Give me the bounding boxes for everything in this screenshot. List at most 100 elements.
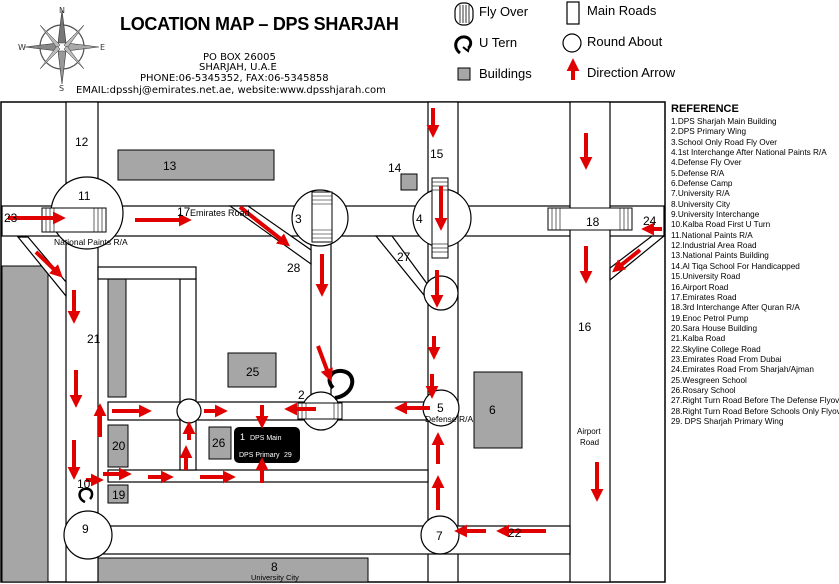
reference-item: 25.Wesgreen School [671,375,747,385]
reference-item: 4.1st Interchange After National Paints … [671,148,827,158]
legend-main-roads-label: Main Roads [587,3,657,18]
label-21: 21 [87,332,101,346]
label-airport: Airport [577,427,601,436]
fly-over-3 [311,191,333,243]
reference-item: 8.University City [671,199,731,209]
compass-north-label: N [59,6,65,15]
label-18: 18 [586,215,600,229]
reference-item: 10.Kalba Road First U Turn [671,220,771,230]
university-interchange [63,510,113,560]
fly-overs [41,177,633,420]
reference-item: 23.Emirates Road From Dubai [671,354,782,364]
direction-arrow [316,345,333,382]
label-14: 14 [388,161,402,175]
legend-icons [454,1,582,81]
label-10: 10 [77,477,91,491]
legend-round-about-label: Round About [587,34,663,49]
reference-item: 2.DPS Primary Wing [671,127,747,137]
reference-item: 13.National Paints Building [671,251,769,261]
po-box: PO BOX 26005 [203,52,276,63]
legend-buildings-label: Buildings [479,66,532,81]
compass-rose: N S W E [18,6,105,93]
reference-item: 1.DPS Sharjah Main Building [671,117,777,126]
direction-arrow [238,205,291,247]
reference-item: 27.Right Turn Road Before The Defense Fl… [671,396,839,406]
reference-item: 4.Defense Fly Over [671,158,742,168]
roundabout-near-4 [423,275,459,311]
label-national-paints-ra: National Paints R/A [54,237,128,247]
legend-u-tern-label: U Tern [479,35,518,50]
u-turn-icon-10 [78,487,94,504]
label-defense-ra: Defense R/A [425,414,474,424]
label-23: 23 [4,211,18,225]
small-roundabout [176,398,202,424]
al-tiqa-school-building [400,173,418,191]
label-20: 20 [112,439,126,453]
legend-fly-over-icon [454,2,474,26]
dps-school-box [234,427,300,463]
legend-direction-arrow-label: Direction Arrow [587,65,676,80]
map-frame [0,101,666,583]
compass-south-label: S [59,84,64,93]
reference-item: 11.National Paints R/A [671,230,753,240]
label-16: 16 [578,320,592,334]
industrial-area-block [1,265,49,583]
reference-item: 7.University R/A [671,189,730,199]
email-line: EMAIL:dpsshj@emirates.net.ae, website:ww… [76,85,386,96]
map-labels: 12 13 14 15 11 23 17 Emirates Road Natio… [4,135,657,582]
label-17: 17 [177,205,191,219]
enoc-petrol-pump [107,484,129,504]
reference-item: 12.Industrial Area Road [671,241,757,251]
label-11: 11 [78,189,91,203]
upper-service-road [97,266,197,280]
reference-item: 20.Sara House Building [671,323,758,333]
label-dps-main: DPS Main [250,435,282,442]
university-city-building [69,557,369,583]
label-26: 26 [212,436,226,450]
reference-item: 14.Al Tiqa School For Handicapped [671,261,800,271]
label-24: 24 [643,214,657,228]
label-university-city: University City [251,573,299,582]
airport-road [569,101,611,583]
direction-arrows [8,108,662,538]
direction-arrow [612,248,642,273]
legend-buildings-icon [457,67,471,81]
city-line: SHARJAH, U.A.E [199,62,277,73]
label-1: 1 [240,432,245,442]
label-road: Road [580,438,599,447]
legend-main-roads-icon [566,1,580,25]
compass-west-label: W [18,43,26,52]
reference-item: 22.Skyline College Road [671,344,761,354]
compass-east-label: E [100,43,105,52]
label-5: 5 [437,401,444,415]
reference-item: 29. DPS Sharjah Primary Wing [671,416,784,426]
legend-round-about-icon [562,33,582,53]
page-title: LOCATION MAP – DPS SHARJAH [120,14,399,34]
phone-line: PHONE:06-5345352, FAX:06-5345858 [140,73,329,84]
reference-item: 3.School Only Road Fly Over [671,137,778,147]
label-3: 3 [295,212,302,226]
school-road [107,401,429,421]
kalba-road-block [107,278,127,398]
defense-camp-building [473,371,523,449]
skyline-college-road [97,525,571,555]
label-7: 7 [436,529,443,543]
label-6: 6 [489,403,496,417]
label-9: 9 [82,522,89,536]
label-27: 27 [397,250,411,264]
fly-over-18 [547,207,633,231]
label-22: 22 [508,526,522,540]
label-25: 25 [246,365,260,379]
national-paints-building [117,149,275,181]
reference-item: 28.Right Turn Road Before Schools Only F… [671,406,839,416]
buildings [1,149,523,583]
legend-fly-over-label: Fly Over [479,4,529,19]
inner-service-road [179,278,197,471]
reference-item: 5.Defense R/A [671,168,725,178]
label-dps-primary: DPS Primary [239,452,280,459]
rosary-school-building [208,426,232,460]
wesgreen-school-building [227,352,277,388]
